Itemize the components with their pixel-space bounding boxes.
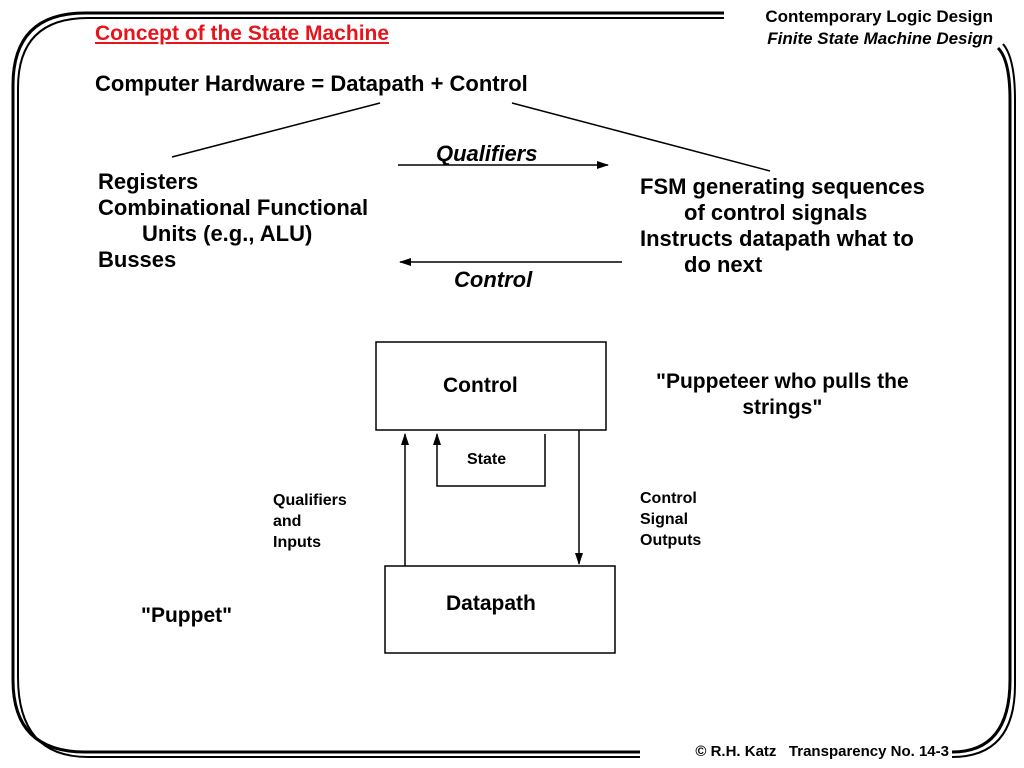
state-box-label: State bbox=[467, 451, 507, 468]
control-item-instructs: Instructs datapath what to bbox=[640, 226, 914, 251]
datapath-list: Registers Combinational Functional Units… bbox=[98, 169, 368, 273]
puppeteer-quote-line-1: "Puppeteer who pulls the bbox=[656, 370, 909, 393]
qualifiers-label: Qualifiers bbox=[436, 141, 538, 166]
datapath-item-busses: Busses bbox=[98, 247, 177, 272]
course-header: Contemporary Logic Design bbox=[765, 7, 993, 26]
control-item-instructs-cont: do next bbox=[684, 252, 763, 277]
control-label: Control bbox=[454, 267, 533, 292]
control-item-fsm: FSM generating sequences bbox=[640, 174, 925, 199]
right-label-line-2: Signal bbox=[640, 511, 689, 528]
chapter-header: Finite State Machine Design bbox=[767, 29, 993, 48]
slide-title: Concept of the State Machine bbox=[95, 22, 390, 45]
datapath-box bbox=[384, 565, 616, 654]
slide-border bbox=[11, 11, 1016, 758]
control-list: FSM generating sequences of control sign… bbox=[640, 174, 925, 278]
hardware-equation: Computer Hardware = Datapath + Control bbox=[95, 71, 528, 96]
datapath-box-label: Datapath bbox=[446, 592, 536, 615]
branch-line-datapath bbox=[171, 102, 381, 158]
footer-copyright: © R.H. Katz Transparency No. 14-3 bbox=[695, 743, 949, 760]
datapath-item-functional-cont: Units (e.g., ALU) bbox=[142, 221, 313, 246]
puppeteer-quote-line-2: strings" bbox=[742, 396, 823, 419]
datapath-item-functional: Combinational Functional bbox=[98, 195, 369, 220]
control-outputs-label: Control Signal Outputs bbox=[640, 488, 701, 551]
left-label-line-2: and bbox=[273, 513, 302, 530]
qualifiers-inputs-label: Qualifiers and Inputs bbox=[273, 490, 347, 553]
state-loop bbox=[433, 433, 546, 487]
control-item-fsm-cont: of control signals bbox=[684, 200, 868, 225]
puppet-quote: "Puppet" bbox=[141, 604, 233, 627]
right-label-line-1: Control bbox=[640, 490, 697, 507]
left-label-line-1: Qualifiers bbox=[273, 492, 347, 509]
left-label-line-3: Inputs bbox=[273, 534, 321, 551]
branch-line-control bbox=[511, 102, 771, 172]
datapath-item-registers: Registers bbox=[98, 169, 199, 194]
right-label-line-3: Outputs bbox=[640, 532, 702, 549]
puppeteer-quote: "Puppeteer who pulls the strings" bbox=[656, 369, 909, 421]
control-box bbox=[375, 341, 607, 431]
control-box-label: Control bbox=[443, 374, 518, 397]
